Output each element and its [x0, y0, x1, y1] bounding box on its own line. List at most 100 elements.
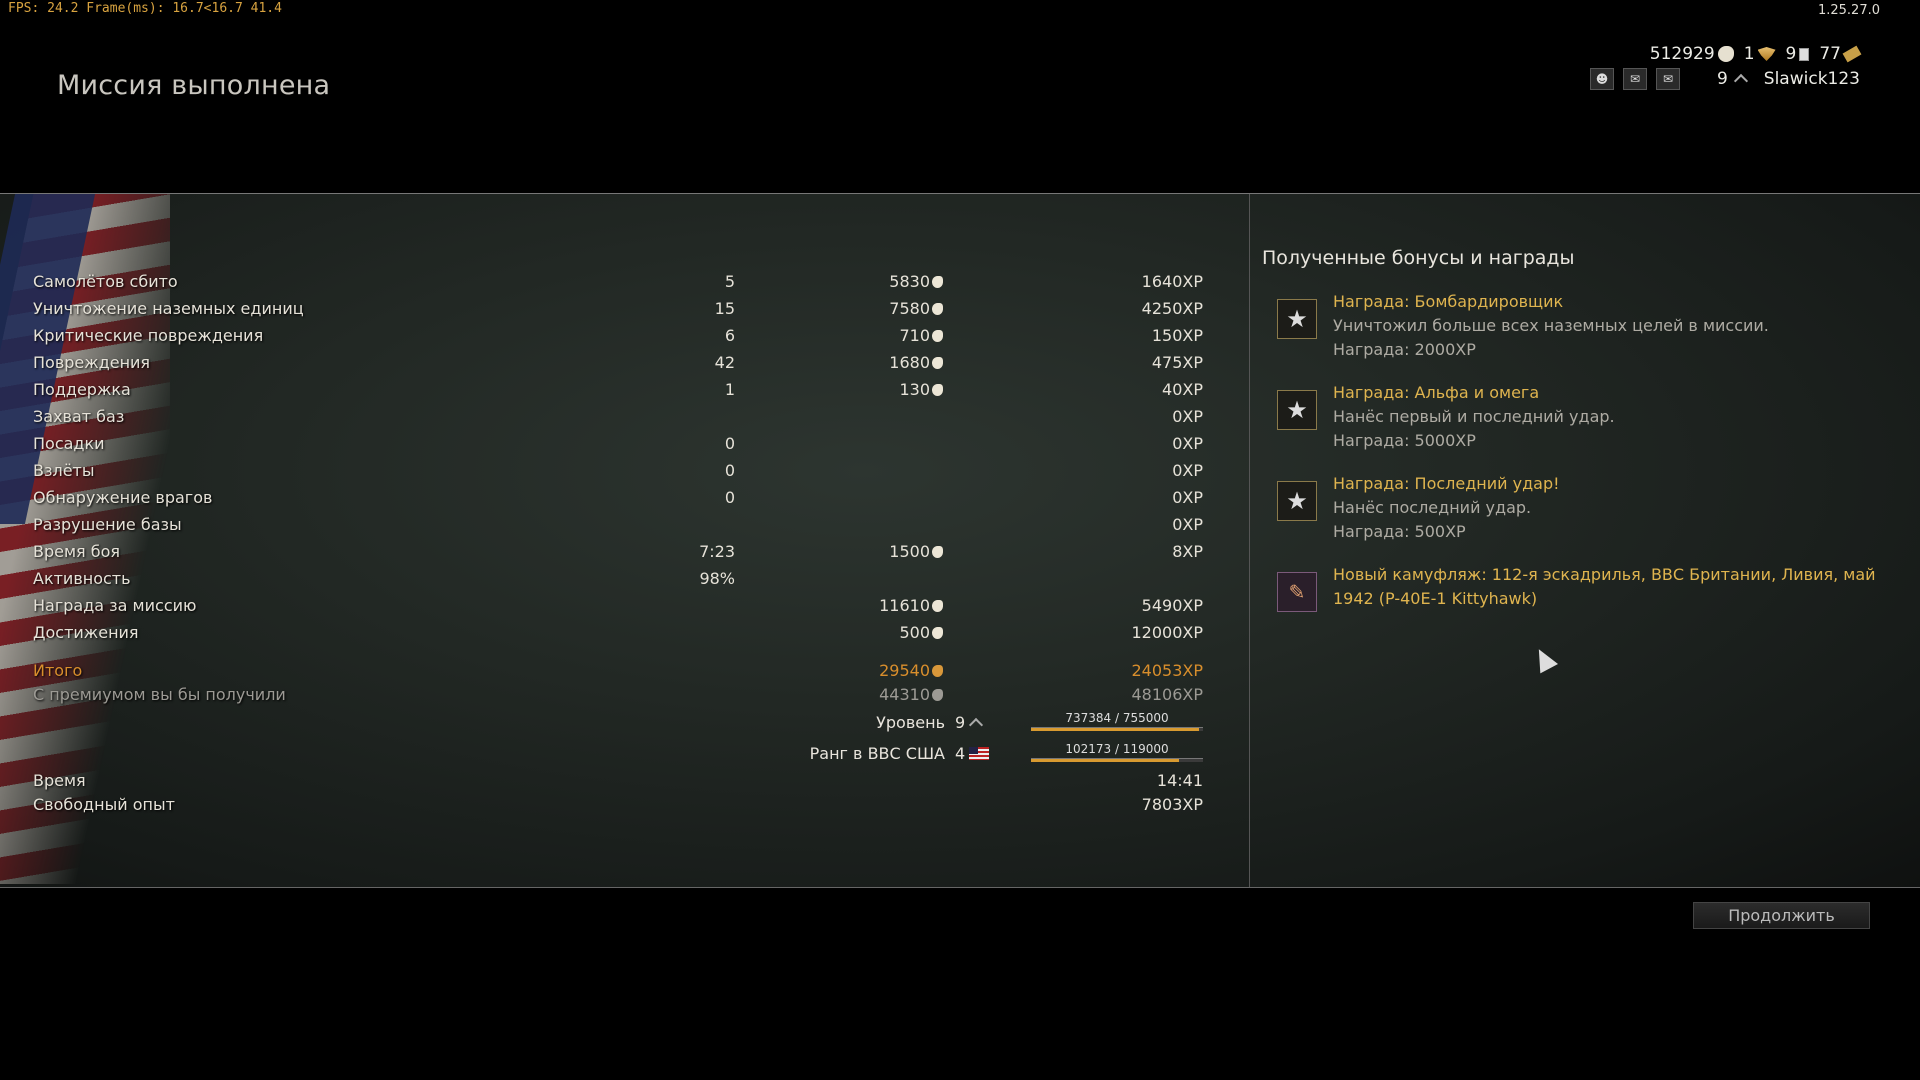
silver-lion-icon	[932, 545, 943, 558]
stat-sl: 11610	[879, 596, 943, 615]
stat-xp: 150XP	[1151, 326, 1203, 345]
stat-sl: 7580	[889, 299, 943, 318]
stat-sl: 5830	[889, 272, 943, 291]
time-label: Время	[33, 771, 86, 790]
stat-xp: 40XP	[1162, 380, 1203, 399]
total-sl-value: 29540	[879, 661, 930, 680]
stat-count: 0	[724, 434, 735, 453]
stat-sl: 710	[899, 326, 943, 345]
progress-section: Уровень 9 737384 / 755000 Ранг в ВВС США…	[33, 709, 1223, 771]
star-icon: ★	[1277, 299, 1317, 339]
level-progress: Уровень 9 737384 / 755000	[803, 711, 1203, 739]
tickets: 77	[1819, 44, 1862, 64]
silver-lions-value: 512929	[1649, 44, 1715, 64]
stat-count: 6	[724, 326, 735, 345]
chevron-up-icon	[969, 717, 984, 732]
stat-count: 1	[724, 380, 735, 399]
stat-label: Поддержка	[33, 380, 131, 399]
continue-button[interactable]: Продолжить	[1693, 902, 1870, 929]
stat-xp: 0XP	[1172, 488, 1203, 507]
stat-label: Посадки	[33, 434, 105, 453]
silver-lion-icon	[1717, 46, 1734, 62]
player-level: 9	[1716, 69, 1728, 89]
currency-row: 512929 1 9 77	[1649, 44, 1862, 64]
stat-sl: 1680	[889, 353, 943, 372]
cards: 9	[1786, 44, 1810, 64]
premium-sl: 44310	[879, 685, 943, 704]
time-row: Время 14:41	[33, 771, 1223, 795]
gold-eagles: 1	[1744, 44, 1776, 64]
reward-text: Награда: Последний удар! Нанёс последний …	[1333, 472, 1560, 544]
stat-sl-value: 130	[899, 380, 930, 399]
reward-item: ★ Награда: Последний удар! Нанёс последний…	[1262, 472, 1917, 544]
free-xp-label: Свободный опыт	[33, 795, 175, 814]
stat-row: Критические повреждения 6 710 150XP	[33, 326, 1223, 353]
free-xp-row: Свободный опыт 7803XP	[33, 795, 1223, 819]
total-sl: 29540	[879, 661, 943, 680]
username[interactable]: Slawick123	[1763, 69, 1860, 89]
level-progress-text: 737384 / 755000	[1065, 711, 1169, 725]
reward-text: Новый камуфляж: 112-я эскадрилья, ВВС Бр…	[1333, 563, 1917, 612]
reward-description: Нанёс последний удар.	[1333, 498, 1532, 517]
stat-sl-value: 1680	[889, 353, 930, 372]
reward-description: Нанёс первый и последний удар.	[1333, 407, 1615, 426]
chevron-up-icon	[1733, 73, 1748, 89]
stat-label: Повреждения	[33, 353, 151, 372]
rank-progress-track	[1031, 758, 1203, 762]
rank-progress-label: Ранг в ВВС США	[809, 744, 945, 763]
reward-title: Награда: Альфа и омега	[1333, 383, 1540, 402]
stat-sl-value: 710	[899, 326, 930, 345]
silver-lion-icon	[932, 356, 943, 369]
gold-eagles-value: 1	[1743, 44, 1755, 64]
brush-icon: ✎	[1277, 572, 1317, 612]
stat-label: Активность	[33, 569, 131, 588]
silver-lion-icon	[932, 599, 943, 612]
version-label: 1.25.27.0	[1817, 3, 1880, 18]
mail-button[interactable]: ✉	[1655, 68, 1680, 90]
stat-label: Уничтожение наземных единиц	[33, 299, 304, 318]
rank-value: 4	[955, 744, 966, 763]
stat-label: Критические повреждения	[33, 326, 264, 345]
reward-item: ✎ Новый камуфляж: 112-я эскадрилья, ВВС Б…	[1262, 563, 1917, 612]
chat-icon: ✉	[1629, 72, 1640, 86]
stat-label: Захват баз	[33, 407, 125, 426]
free-xp-value: 7803XP	[1141, 795, 1203, 814]
profile-button[interactable]: ☻	[1589, 68, 1614, 90]
time-value: 14:41	[1156, 771, 1203, 790]
rewards-title: Полученные бонусы и награды	[1262, 247, 1575, 269]
panel-divider	[1249, 194, 1250, 887]
star-icon: ★	[1277, 481, 1317, 521]
premium-sl-value: 44310	[879, 685, 930, 704]
silver-lion-icon	[932, 383, 943, 396]
reward-description: Уничтожил больше всех наземных целей в м…	[1333, 316, 1769, 335]
stat-label: Обнаружение врагов	[33, 488, 213, 507]
stat-xp: 0XP	[1172, 461, 1203, 480]
stat-label: Взлёты	[33, 461, 95, 480]
reward-description: Награда: 2000XP	[1333, 340, 1476, 359]
stat-xp: 1640XP	[1141, 272, 1203, 291]
stat-sl-value: 5830	[889, 272, 930, 291]
rank-progress-text: 102173 / 119000	[1065, 742, 1169, 756]
reward-title: Награда: Последний удар!	[1333, 474, 1560, 493]
chat-button[interactable]: ✉	[1622, 68, 1647, 90]
stat-sl-value: 500	[899, 623, 930, 642]
stat-count: 0	[724, 488, 735, 507]
stat-count: 15	[714, 299, 735, 318]
stat-sl: 1500	[889, 542, 943, 561]
silver-lion-icon	[932, 626, 943, 639]
stat-xp: 0XP	[1172, 434, 1203, 453]
level-progress-fill	[1031, 728, 1199, 731]
stat-row: Поддержка 1 130 40XP	[33, 380, 1223, 407]
stat-label: Время боя	[33, 542, 121, 561]
level-progress-bar: 737384 / 755000	[1031, 711, 1203, 731]
stat-label: Разрушение базы	[33, 515, 182, 534]
